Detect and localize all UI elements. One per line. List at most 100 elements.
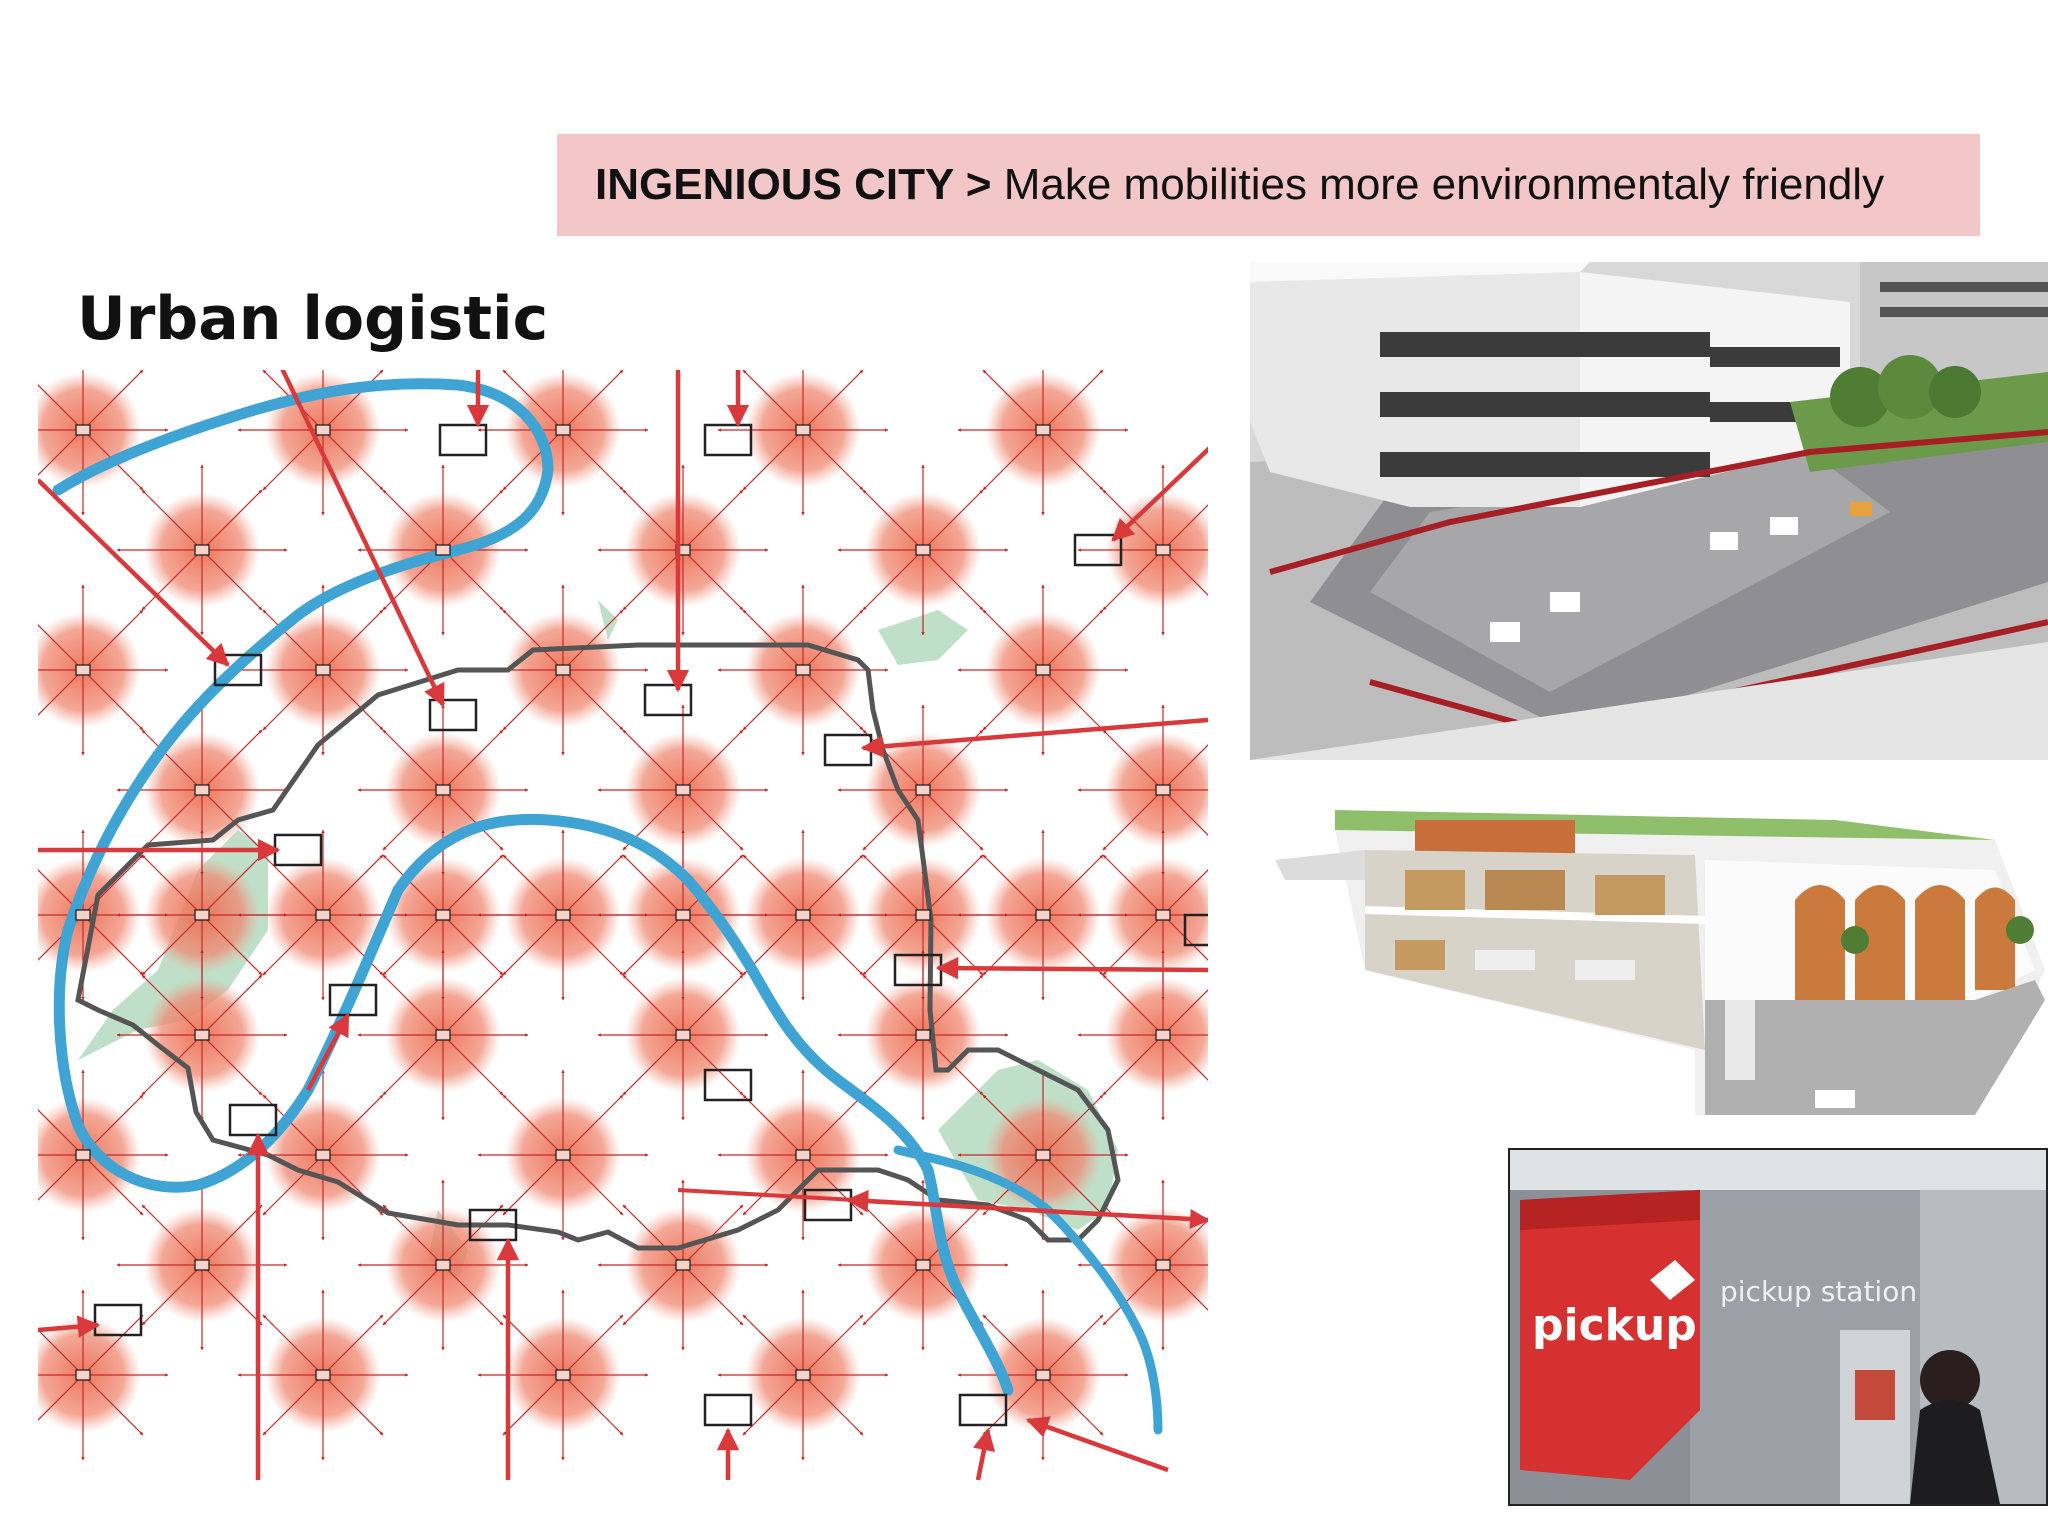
delivery-spoke (1042, 369, 1104, 431)
delivery-spoke (141, 1034, 203, 1096)
local-drop-point (555, 664, 571, 676)
delivery-spoke (562, 609, 624, 671)
delivery-spoke (262, 854, 324, 916)
delivery-spoke (922, 549, 984, 611)
local-drop-point (1155, 1029, 1171, 1041)
delivery-spoke (502, 1374, 564, 1436)
delivery-spoke (502, 669, 564, 731)
delivery-spoke (1042, 1154, 1104, 1216)
delivery-spoke (982, 914, 1044, 976)
delivery-spoke (322, 1094, 384, 1156)
delivery-spoke (682, 489, 744, 551)
local-drop-point (435, 544, 451, 556)
delivery-spoke (141, 974, 203, 1036)
local-drop-point (194, 784, 210, 796)
local-drop-point (795, 1149, 811, 1161)
local-drop-point (435, 909, 451, 921)
local-drop-point (795, 424, 811, 436)
logistics-hub-illustration (1275, 810, 2045, 1115)
local-drop-point (75, 909, 91, 921)
delivery-spoke (201, 1034, 263, 1096)
delivery-spoke (382, 489, 444, 551)
delivery-spoke (622, 729, 684, 791)
local-drop-point (915, 544, 931, 556)
delivery-spoke (862, 974, 924, 1036)
delivery-spoke (262, 914, 324, 976)
local-drop-point (435, 1259, 451, 1271)
delivery-spoke (682, 1264, 744, 1326)
delivery-spoke (1042, 609, 1104, 671)
delivery-spoke (141, 489, 203, 551)
distribution-hub (328, 983, 378, 1017)
delivery-spoke (502, 1094, 564, 1156)
main-supply-arrow (935, 956, 1209, 980)
header-banner: INGENIOUS CITY > Make mobilities more en… (557, 134, 1980, 236)
delivery-spoke (562, 669, 624, 731)
river-seine (52, 378, 1163, 1435)
distribution-hub (213, 653, 263, 687)
local-drop-point (75, 1369, 91, 1381)
logistics-hub-photo (1275, 800, 2048, 1115)
local-drop-point (1035, 909, 1051, 921)
delivery-spoke (862, 549, 924, 611)
logistics-map-svg (0, 344, 1249, 1481)
delivery-spoke (1102, 1264, 1164, 1326)
main-supply-arrow (36, 478, 230, 667)
delivery-spoke (562, 914, 624, 976)
delivery-spoke (862, 1034, 924, 1096)
delivery-spoke (742, 369, 804, 431)
river-seine-line (52, 378, 1014, 1396)
delivery-spoke (862, 1204, 924, 1266)
local-drop-point (1155, 544, 1171, 556)
main-supply-arrow (1025, 1416, 1169, 1473)
delivery-spoke (502, 369, 564, 431)
local-drop-point (915, 1029, 931, 1041)
delivery-spoke (502, 429, 564, 491)
delivery-spoke (622, 1034, 684, 1096)
delivery-spoke (322, 609, 384, 671)
main-supply-arrow (306, 1013, 350, 1092)
delivery-spoke (322, 914, 384, 976)
delivery-spoke (982, 669, 1044, 731)
local-drop-point (675, 784, 691, 796)
local-drop-point (1035, 424, 1051, 436)
delivery-spoke (442, 729, 504, 791)
delivery-spoke (562, 1094, 624, 1156)
delivery-spoke (742, 1314, 804, 1376)
delivery-spoke (562, 1374, 624, 1436)
delivery-spoke (922, 1204, 984, 1266)
delivery-spoke (322, 429, 384, 491)
delivery-spoke (262, 429, 324, 491)
delivery-spoke (141, 854, 203, 916)
delivery-spoke (322, 854, 384, 916)
delivery-spoke (141, 1204, 203, 1266)
delivery-spoke (562, 369, 624, 431)
delivery-spoke (201, 854, 263, 916)
main-supply-arrow (860, 717, 1209, 758)
delivery-spoke (201, 1204, 263, 1266)
delivery-spoke (682, 549, 744, 611)
local-drop-point (555, 1149, 571, 1161)
delivery-spoke (682, 729, 744, 791)
delivery-spoke (442, 914, 504, 976)
header-subtitle: Make mobilities more environmentaly frie… (1003, 160, 1885, 209)
delivery-spoke (1102, 854, 1164, 916)
delivery-spoke (322, 1314, 384, 1376)
delivery-spoke (442, 789, 504, 851)
local-drop-point (315, 424, 331, 436)
delivery-spoke (922, 854, 984, 916)
delivery-spoke (141, 549, 203, 611)
delivery-spoke (502, 609, 564, 671)
delivery-spoke (82, 1154, 144, 1216)
river-branch-line (893, 1145, 1163, 1435)
delivery-spoke (262, 1374, 324, 1436)
delivery-spoke (862, 914, 924, 976)
local-drop-point (1035, 664, 1051, 676)
local-drop-point (1155, 784, 1171, 796)
local-drop-point (795, 664, 811, 676)
local-drop-point (555, 424, 571, 436)
delivery-spoke (862, 1264, 924, 1326)
delivery-spoke (262, 669, 324, 731)
delivery-spoke (1042, 1314, 1104, 1376)
logistics-map (0, 344, 1249, 1481)
